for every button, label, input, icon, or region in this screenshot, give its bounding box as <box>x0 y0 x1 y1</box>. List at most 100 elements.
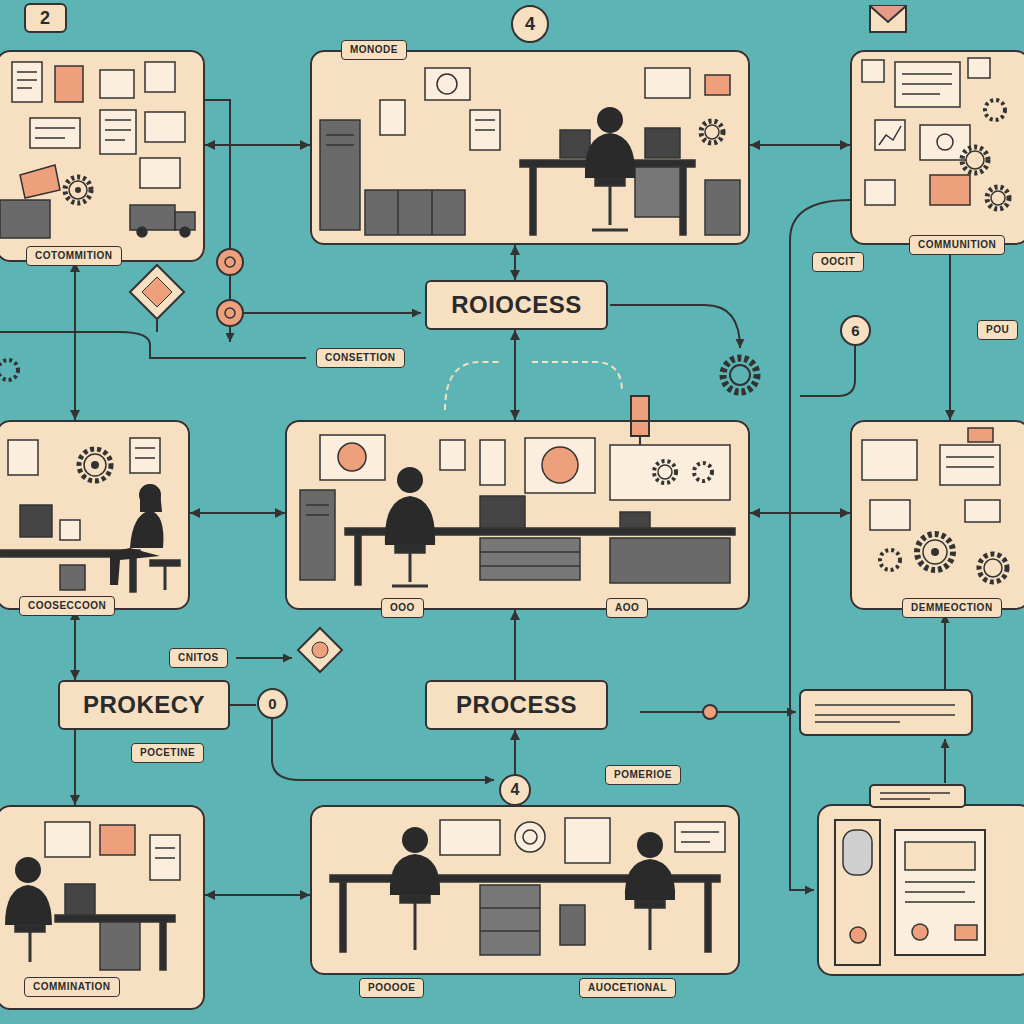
icon-grid <box>895 62 960 107</box>
gear <box>0 360 18 380</box>
callout-number: 0 <box>257 688 288 719</box>
office-scene <box>150 835 180 880</box>
office-scene <box>565 818 610 863</box>
panel-fill <box>0 50 1024 1010</box>
envelope-icon <box>870 6 906 32</box>
gear <box>0 360 18 380</box>
icon-grid <box>862 440 917 480</box>
office-scene <box>150 560 180 566</box>
office-documents <box>12 62 42 102</box>
gear <box>966 151 984 169</box>
flow-line <box>790 200 850 890</box>
dashed-loop <box>445 362 500 410</box>
panel-fill <box>850 420 1024 610</box>
office-documents <box>145 62 175 92</box>
panel-fill <box>850 50 1024 245</box>
office-scene <box>320 68 740 235</box>
person-silhouette <box>385 496 435 545</box>
process-label: PROKECY <box>83 691 205 719</box>
office-scene <box>130 438 160 473</box>
office-scene <box>338 443 366 471</box>
note-label: CNITOS <box>169 648 228 668</box>
office-scene <box>355 535 361 585</box>
office-scene <box>135 447 155 449</box>
office-scene <box>681 831 719 833</box>
office-scene <box>610 445 730 500</box>
icon-grid <box>879 126 901 145</box>
person-silhouette <box>130 510 163 548</box>
office-documents <box>140 158 180 188</box>
office-scene <box>635 167 680 217</box>
person-silhouette <box>390 854 440 895</box>
process-box: ROIOCESS <box>425 280 608 330</box>
office-scene <box>592 229 628 232</box>
decision-ornament <box>312 642 328 658</box>
panel-fill <box>0 805 205 1010</box>
office-scene <box>100 922 140 970</box>
gear <box>723 358 757 392</box>
office-scene <box>595 178 625 186</box>
note-label: OOCIT <box>812 252 864 272</box>
office-scene <box>60 520 80 540</box>
panel-caption: COMMUNITION <box>909 235 1005 255</box>
flow-connector <box>190 512 285 514</box>
panel-caption: MONODE <box>341 40 407 60</box>
office-scene <box>649 908 652 950</box>
gear <box>654 461 676 483</box>
server-device <box>843 830 872 875</box>
icon-grid <box>875 120 905 150</box>
gear <box>65 177 91 203</box>
person-silhouette <box>110 548 160 585</box>
gear <box>654 461 712 483</box>
device-panel-lines <box>880 798 930 800</box>
office-scene <box>515 822 545 852</box>
flow-line <box>944 614 946 690</box>
process-label: PROCESS <box>456 691 577 719</box>
gear <box>84 454 106 476</box>
office-scene <box>480 565 580 567</box>
icon-grid <box>937 134 953 150</box>
server-device <box>955 925 977 940</box>
panel-fill <box>310 805 740 975</box>
office-scene <box>620 512 650 528</box>
office-documents <box>105 139 125 141</box>
note-label: POU <box>977 320 1018 340</box>
gear <box>705 125 719 139</box>
panel-fill <box>0 420 190 610</box>
callout-number: 4 <box>499 774 531 806</box>
office-scene <box>542 447 578 483</box>
scene-panel: COMMINATION <box>0 805 205 1010</box>
flow-connector <box>74 610 76 680</box>
note-label: POCETINE <box>131 743 204 763</box>
flow-line <box>205 100 230 248</box>
flow-connector <box>750 512 850 514</box>
gear <box>701 121 723 143</box>
device-panel-lines <box>815 704 955 706</box>
flow-connector <box>205 144 310 146</box>
panel-fill <box>310 50 750 245</box>
person-silhouette <box>385 467 435 545</box>
office-scene <box>306 504 329 506</box>
dashed-loop <box>445 362 622 410</box>
gear <box>91 461 99 469</box>
scene-panel: MONODE <box>310 50 750 245</box>
office-scene <box>431 190 433 235</box>
office-scene <box>130 557 136 592</box>
flow-connector <box>750 144 850 146</box>
gear <box>65 177 91 203</box>
gear <box>880 534 1007 582</box>
office-scene <box>306 514 329 516</box>
server-device <box>905 891 965 893</box>
flow-connector <box>949 245 951 420</box>
flow-line <box>800 346 855 396</box>
office-documents <box>17 71 37 73</box>
office-scene <box>475 129 495 131</box>
scene-panel: COMMUNITION <box>850 50 1024 245</box>
office-scene <box>560 905 585 945</box>
flow-connector <box>74 730 76 805</box>
panel-caption: POOOOE <box>359 978 424 998</box>
office-scene <box>160 922 166 970</box>
office-scene <box>480 885 540 955</box>
office-documents <box>30 118 80 148</box>
